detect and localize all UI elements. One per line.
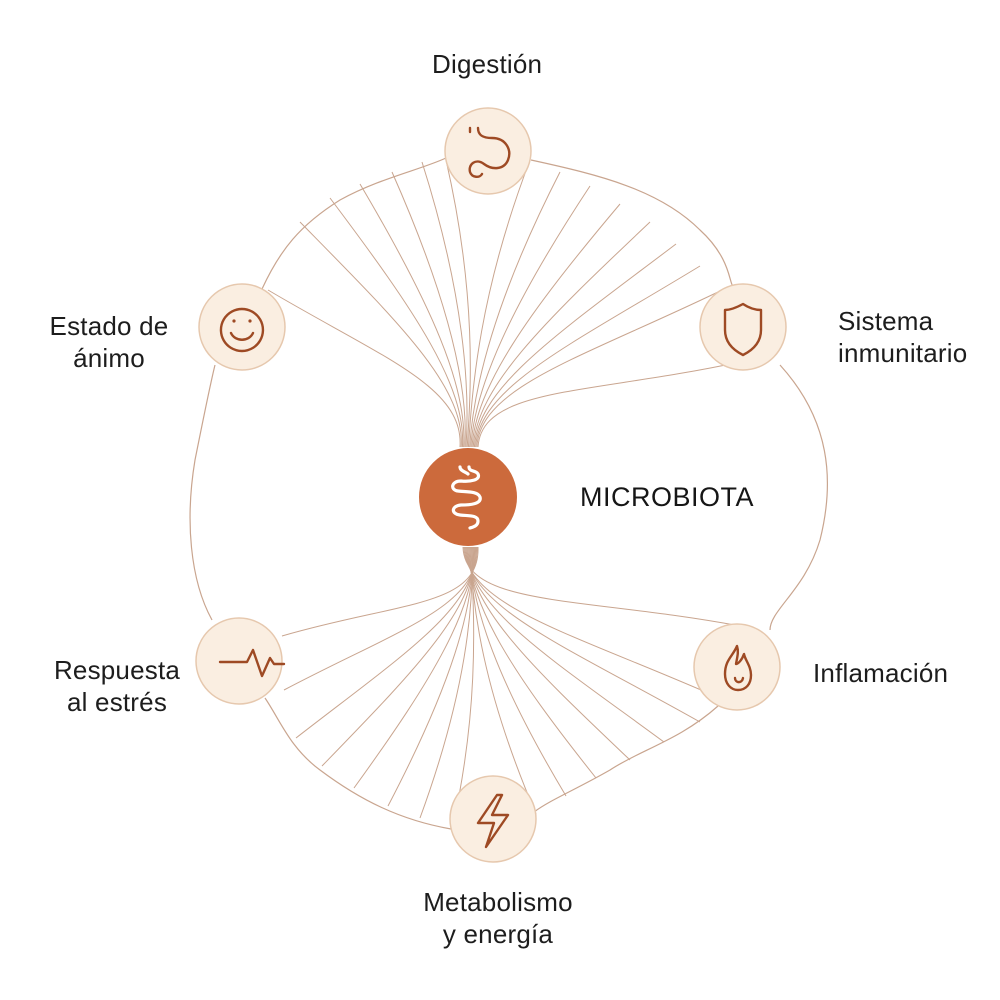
upper-connection-line (391, 171, 466, 448)
lower-connection-line (283, 546, 478, 691)
upper-connection-line (329, 197, 464, 448)
lightning-bolt-icon (476, 793, 510, 849)
upper-connection-line (445, 159, 471, 448)
node-digestion-circle (444, 107, 532, 195)
connection-lines (189, 157, 829, 831)
ring-segment-immune-inflammation (769, 364, 829, 631)
ring-segment-stress-mood (189, 364, 216, 621)
label-mood-line-1: Estado de (49, 311, 169, 341)
shield-icon (723, 302, 763, 357)
smiley-face-icon (219, 307, 265, 353)
lower-connection-line (466, 546, 631, 761)
label-stress-line-2: al estrés (66, 687, 168, 717)
label-mood-line-2: ánimo (73, 343, 145, 373)
flame-icon (723, 644, 753, 692)
label-inflammation-line-1: Inflamación (813, 658, 949, 688)
upper-connection-line (476, 291, 719, 448)
label-digestion-line-1: Digestión (432, 49, 543, 79)
label-stress-response: Respuesta al estrés (44, 654, 190, 718)
ring-segment-metabolism-stress (264, 697, 452, 830)
label-metabolism-line-1: Metabolismo (423, 887, 573, 917)
lower-connection-line (295, 546, 477, 739)
label-metabolism-line-2: y energía (442, 919, 554, 949)
node-mood (198, 283, 286, 371)
stomach-icon (468, 126, 511, 178)
node-inflammation (693, 623, 781, 711)
upper-connection-line (473, 243, 677, 448)
upper-connection-line (467, 159, 531, 448)
node-digestion (444, 107, 532, 195)
label-immune-system: Sistema inmunitario (838, 305, 967, 369)
intestine-icon (451, 465, 482, 530)
label-stress-line-1: Respuesta (53, 655, 181, 685)
upper-connection-line (359, 183, 465, 448)
node-immune-circle (699, 283, 787, 371)
upper-connection-line (470, 185, 591, 448)
label-immune-line-2: inmunitario (838, 338, 968, 368)
ring-segment-digestion-immune (530, 159, 736, 287)
ring-segment-inflammation-metabolism (533, 705, 719, 813)
node-metabolism-circle (449, 775, 537, 863)
center-node (419, 448, 517, 546)
center-node-circle (419, 448, 517, 546)
node-inflammation-circle (693, 623, 781, 711)
label-digestion: Digestión (432, 48, 542, 80)
node-immune (699, 283, 787, 371)
upper-connection-line (267, 289, 461, 448)
node-metabolism (449, 775, 537, 863)
node-mood-circle (198, 283, 286, 371)
topic-nodes (195, 107, 787, 863)
upper-connection-line (299, 221, 462, 448)
node-stress (195, 617, 286, 705)
lower-connection-line (419, 546, 473, 819)
upper-connection-line (421, 161, 468, 448)
lower-connection-line (462, 546, 741, 627)
ring-segment-mood-digestion (261, 157, 447, 290)
label-inflammation: Inflamación (813, 657, 948, 689)
upper-connection-line (471, 203, 621, 448)
upper-connection-line (472, 221, 651, 448)
pulse-icon (218, 648, 286, 678)
lower-connection-line (469, 546, 537, 815)
lower-connection-line (465, 546, 665, 743)
lower-connection-line (464, 546, 701, 723)
label-metabolism: Metabolismo y energía (414, 886, 582, 950)
center-label: MICROBIOTA (580, 482, 755, 512)
upper-connection-line (477, 361, 741, 448)
label-immune-line-1: Sistema (838, 306, 934, 336)
label-mood: Estado de ánimo (42, 310, 176, 374)
lower-connection-line (321, 546, 476, 767)
upper-connection-line (469, 171, 561, 448)
upper-connection-line (475, 265, 701, 448)
